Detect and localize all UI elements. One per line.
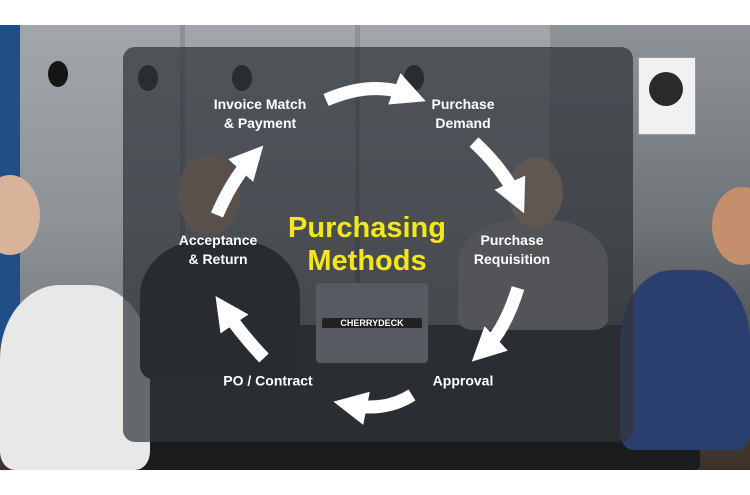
step-approval: Approval [432, 372, 494, 389]
step-invoice-match-payment: Invoice Match& Payment [213, 96, 307, 131]
step-po-contract: PO / Contract [223, 372, 313, 389]
diagram-panel [123, 47, 633, 442]
step-acceptance-return: Acceptance& Return [178, 232, 258, 267]
wall-frame [638, 57, 696, 135]
arrow-approval-to-po [333, 389, 416, 425]
arrow-demand-to-requisition [469, 137, 526, 214]
arrow-requisition-to-approval [471, 286, 525, 362]
arrow-invoice-to-demand [323, 73, 426, 106]
arrow-po-to-acceptance [215, 296, 269, 363]
arrow-acceptance-to-invoice [211, 145, 264, 218]
laptop-sticker: CHERRYDECK [322, 318, 422, 328]
person-right [620, 270, 750, 450]
wall-dot [48, 61, 68, 87]
diagram-title: Purchasing Methods [288, 212, 446, 277]
